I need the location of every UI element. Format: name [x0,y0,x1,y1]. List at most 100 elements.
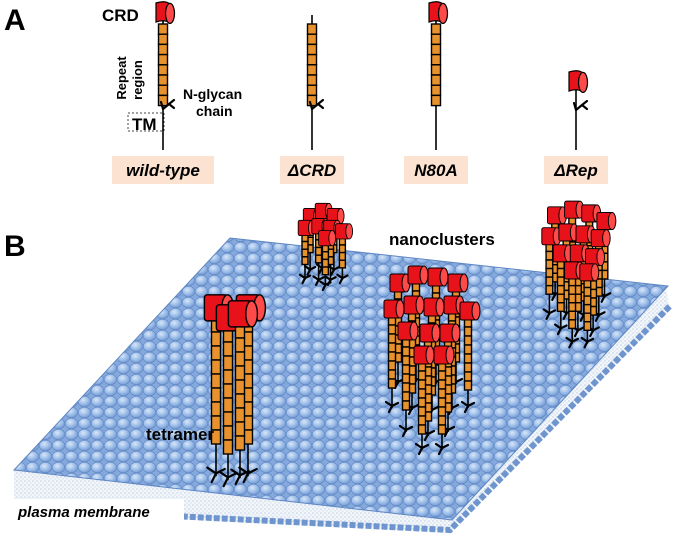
repeat-segment [387,324,397,335]
repeat-segment [568,302,577,313]
membrane-top-surface [12,237,670,521]
repeat-segment [401,400,411,411]
repeat-segment [210,345,222,361]
crd-cap [419,265,429,285]
repeat-region-label-line2: region [130,60,145,100]
glycan-branches [308,98,325,111]
crd-cap [437,2,449,24]
repeat-segment [437,388,447,399]
repeat-segment [234,435,246,451]
lectin-rod [413,345,435,456]
repeat-segment [437,379,447,390]
repeat-segment [321,266,330,276]
crd-cap [425,345,435,365]
repeat-segment [430,43,442,56]
repeat-segment [338,251,347,261]
tetramer-label: tetramer [146,425,214,444]
repeat-segment [222,369,234,385]
repeat-segment [210,331,222,347]
lectin-rod [419,323,441,442]
repeat-segment [306,43,318,56]
repeat-segment [387,369,397,380]
repeat-segment [222,425,234,441]
repeat-segment [157,64,169,76]
glycan [460,400,476,414]
glycan [298,273,312,285]
repeat-segment [463,380,473,391]
tetramer-cluster [203,294,267,488]
repeat-segment [430,94,442,107]
repeat-segment [222,383,234,399]
lectin-rod [579,263,600,349]
crd-cap [345,223,354,240]
repeat-segment [387,351,397,362]
repeat-segment [301,248,309,258]
repeat-segment [210,401,222,417]
variant-name: ΔCRD [287,161,336,180]
repeat-segment [157,23,169,35]
repeat-segment [417,406,427,417]
repeat-segment [222,439,234,455]
repeat-segment [306,33,318,46]
repeat-segment [306,64,318,76]
crd-cap [409,321,419,341]
repeat-segment [401,391,411,402]
repeat-segment [430,64,442,76]
crd-cap [577,71,589,94]
glycan [414,442,430,456]
repeat-segment [583,286,592,297]
glycan [218,470,238,488]
glycan-branches [159,98,176,111]
lectin-rod [318,230,337,292]
repeat-segment [437,397,447,408]
repeat-segment [463,326,473,337]
glycan [319,280,332,292]
crd-cap [445,345,455,365]
repeat-segment [222,341,234,357]
repeat-segment [321,251,330,261]
variant-label-wild-type: wild-type [112,156,214,184]
repeat-segment [568,319,577,330]
repeat-segment [222,355,234,371]
repeat-segment [234,351,246,367]
crd-cap [459,273,469,293]
glycan [336,273,349,285]
lectin-rod [227,300,259,486]
glycan [565,336,579,349]
crd-label: CRD [102,6,139,25]
panel-b-letter: B [4,230,26,263]
repeat-segment [463,335,473,346]
repeat-segment [401,346,411,357]
repeat-segment [583,312,592,323]
crd-cap [328,230,337,247]
repeat-segment [157,33,169,46]
repeat-segment [417,424,427,435]
repeat-segment [210,429,222,445]
repeat-segment [568,293,577,304]
repeat-segment [210,359,222,375]
repeat-segment [401,364,411,375]
repeat-segment [222,411,234,427]
repeat-segment [556,302,565,313]
repeat-segment [306,23,318,35]
glycan [303,265,317,276]
lectin-rod [297,219,316,285]
repeat-segment [234,393,246,409]
repeat-segment [417,379,427,390]
panel-a-letter: A [4,4,26,37]
crd-domain [428,1,449,25]
repeat-segment [556,267,565,278]
repeat-segment [157,43,169,56]
repeat-segment [437,370,447,381]
repeat-segment [401,373,411,384]
repeat-segment [556,293,565,304]
glycan [312,275,325,286]
repeat-segment [430,84,442,97]
repeat-segment [545,267,554,278]
repeat-segment [301,256,309,266]
repeat-segment [157,53,169,66]
repeat-segment [401,355,411,366]
glycan [398,424,414,438]
